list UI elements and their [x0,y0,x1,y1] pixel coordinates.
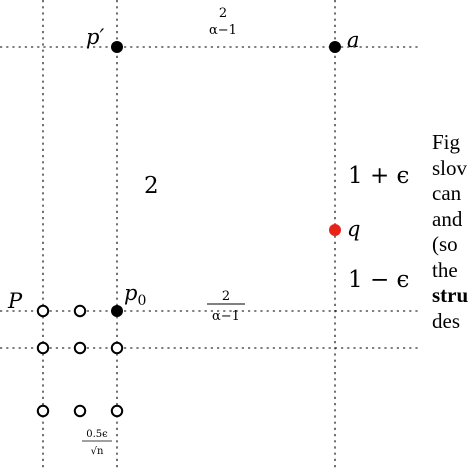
label-p0-subscript: 0 [137,293,146,309]
caption-line: can [432,181,462,205]
caption-line: slov [432,155,468,180]
point-p0 [111,305,123,317]
label-segment-lower: 1 − ϵ [348,267,409,293]
figure-caption: Fig slov can and (so the stru des [432,130,470,340]
caption-line: des [432,308,460,333]
fraction-top: 2 α−1 [209,6,237,38]
open-point [36,341,50,355]
fraction-top-numerator: 2 [219,6,227,21]
label-segment-upper: 1 + ϵ [348,163,409,189]
label-a: a [347,28,360,52]
fraction-grid-spacing: 0.5ϵ √n [82,429,112,457]
caption-line: and [432,206,463,231]
fraction-mid: 2 α−1 [207,289,245,324]
point-a [329,41,341,53]
label-p0-base: p [124,281,137,305]
label-p-prime: p′ [86,25,104,49]
fraction-mid-numerator: 2 [222,289,230,304]
fraction-mid-denominator: α−1 [212,309,240,324]
open-point [36,404,50,418]
open-point [110,341,124,355]
open-point [73,341,87,355]
fraction-grid-numerator: 0.5ϵ [86,429,108,440]
label-q: q [347,217,360,241]
dotted-grid-lines [0,0,420,470]
open-point [110,404,124,418]
label-height-2: 2 [144,173,159,199]
caption-line: stru [432,283,469,307]
point-q [329,224,341,236]
open-point [36,304,50,318]
caption-line: the [432,257,458,282]
open-point [73,304,87,318]
caption-line: (so [432,232,458,256]
grid-open-points [36,304,124,418]
caption-line: Fig [432,130,461,154]
fraction-top-denominator: α−1 [209,23,237,38]
label-P: P [7,289,23,313]
point-p-prime [111,41,123,53]
fraction-grid-denominator: √n [91,446,104,457]
label-p0: p0 [124,281,146,309]
open-point [73,404,87,418]
